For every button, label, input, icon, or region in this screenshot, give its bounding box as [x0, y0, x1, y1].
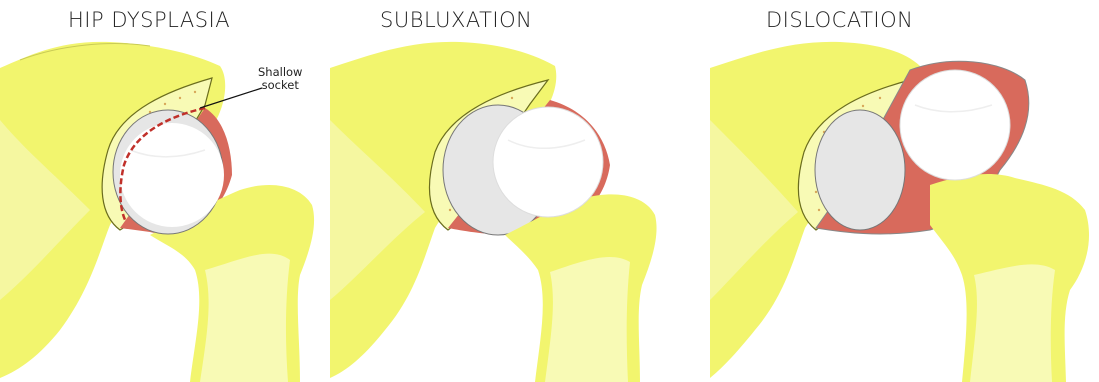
panel-subluxation: SUBLUXATION [330, 0, 700, 382]
annotation-line-2: socket [258, 79, 302, 92]
dislocation-illustration [700, 0, 1099, 382]
panel-dislocation: DISLOCATION [700, 0, 1099, 382]
annotation-shallow-socket: Shallow socket [258, 66, 302, 92]
subluxation-illustration [330, 0, 700, 382]
femoral-head [120, 123, 224, 227]
panel-hip-dysplasia: HIP DYSPLASIA Shallow socket [0, 0, 330, 382]
femoral-head [493, 107, 603, 217]
femoral-head [900, 70, 1010, 180]
articular-cartilage [815, 110, 905, 230]
hip-dysplasia-illustration [0, 0, 330, 382]
